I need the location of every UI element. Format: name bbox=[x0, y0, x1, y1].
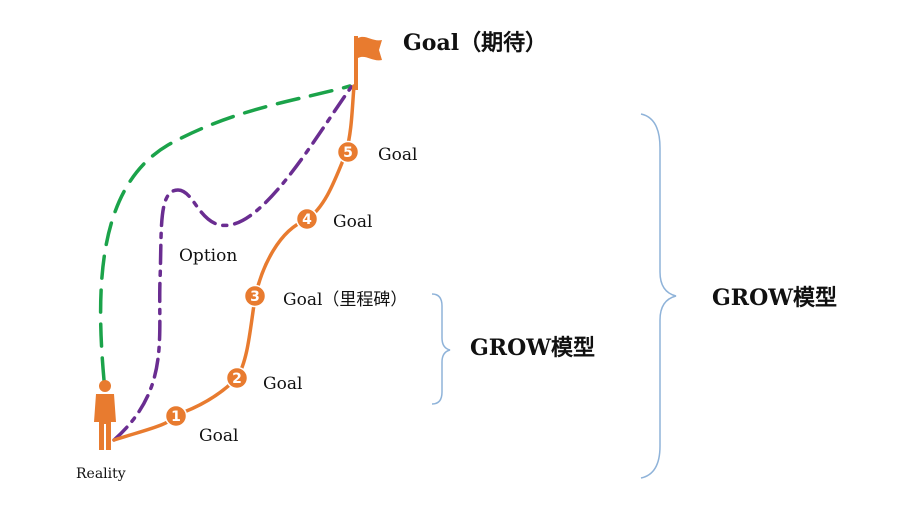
milestone-label: Goal bbox=[333, 212, 372, 232]
milestone-node-4: 4 bbox=[295, 207, 319, 231]
milestone-node-2: 2 bbox=[225, 366, 249, 390]
goal-top-label: Goal（期待） bbox=[403, 30, 547, 56]
milestone-label: Goal bbox=[263, 374, 302, 394]
green-dashed-route bbox=[98, 84, 352, 382]
reality-label: Reality bbox=[76, 466, 126, 482]
grow-large-label: GROW模型 bbox=[712, 285, 837, 311]
large-brace bbox=[640, 113, 677, 479]
milestone-number: 2 bbox=[232, 371, 242, 387]
option-label: Option bbox=[179, 246, 237, 266]
milestone-number: 4 bbox=[302, 212, 312, 228]
milestone-number: 1 bbox=[171, 409, 181, 425]
grow-small-label: GROW模型 bbox=[470, 335, 595, 361]
person-icon bbox=[94, 380, 116, 450]
milestone-label: Goal bbox=[199, 426, 238, 446]
small-brace bbox=[431, 293, 451, 405]
milestone-number: 3 bbox=[250, 289, 260, 305]
milestone-number: 5 bbox=[343, 145, 353, 161]
milestone-node-1: 1 bbox=[164, 404, 188, 428]
milestone-node-5: 5 bbox=[336, 140, 360, 164]
milestone-label: Goal（里程碑） bbox=[283, 290, 407, 310]
milestone-label: Goal bbox=[378, 145, 417, 165]
milestone-node-3: 3 bbox=[243, 284, 267, 308]
purple-dashdot-route bbox=[112, 84, 354, 442]
flag-icon bbox=[354, 36, 382, 90]
